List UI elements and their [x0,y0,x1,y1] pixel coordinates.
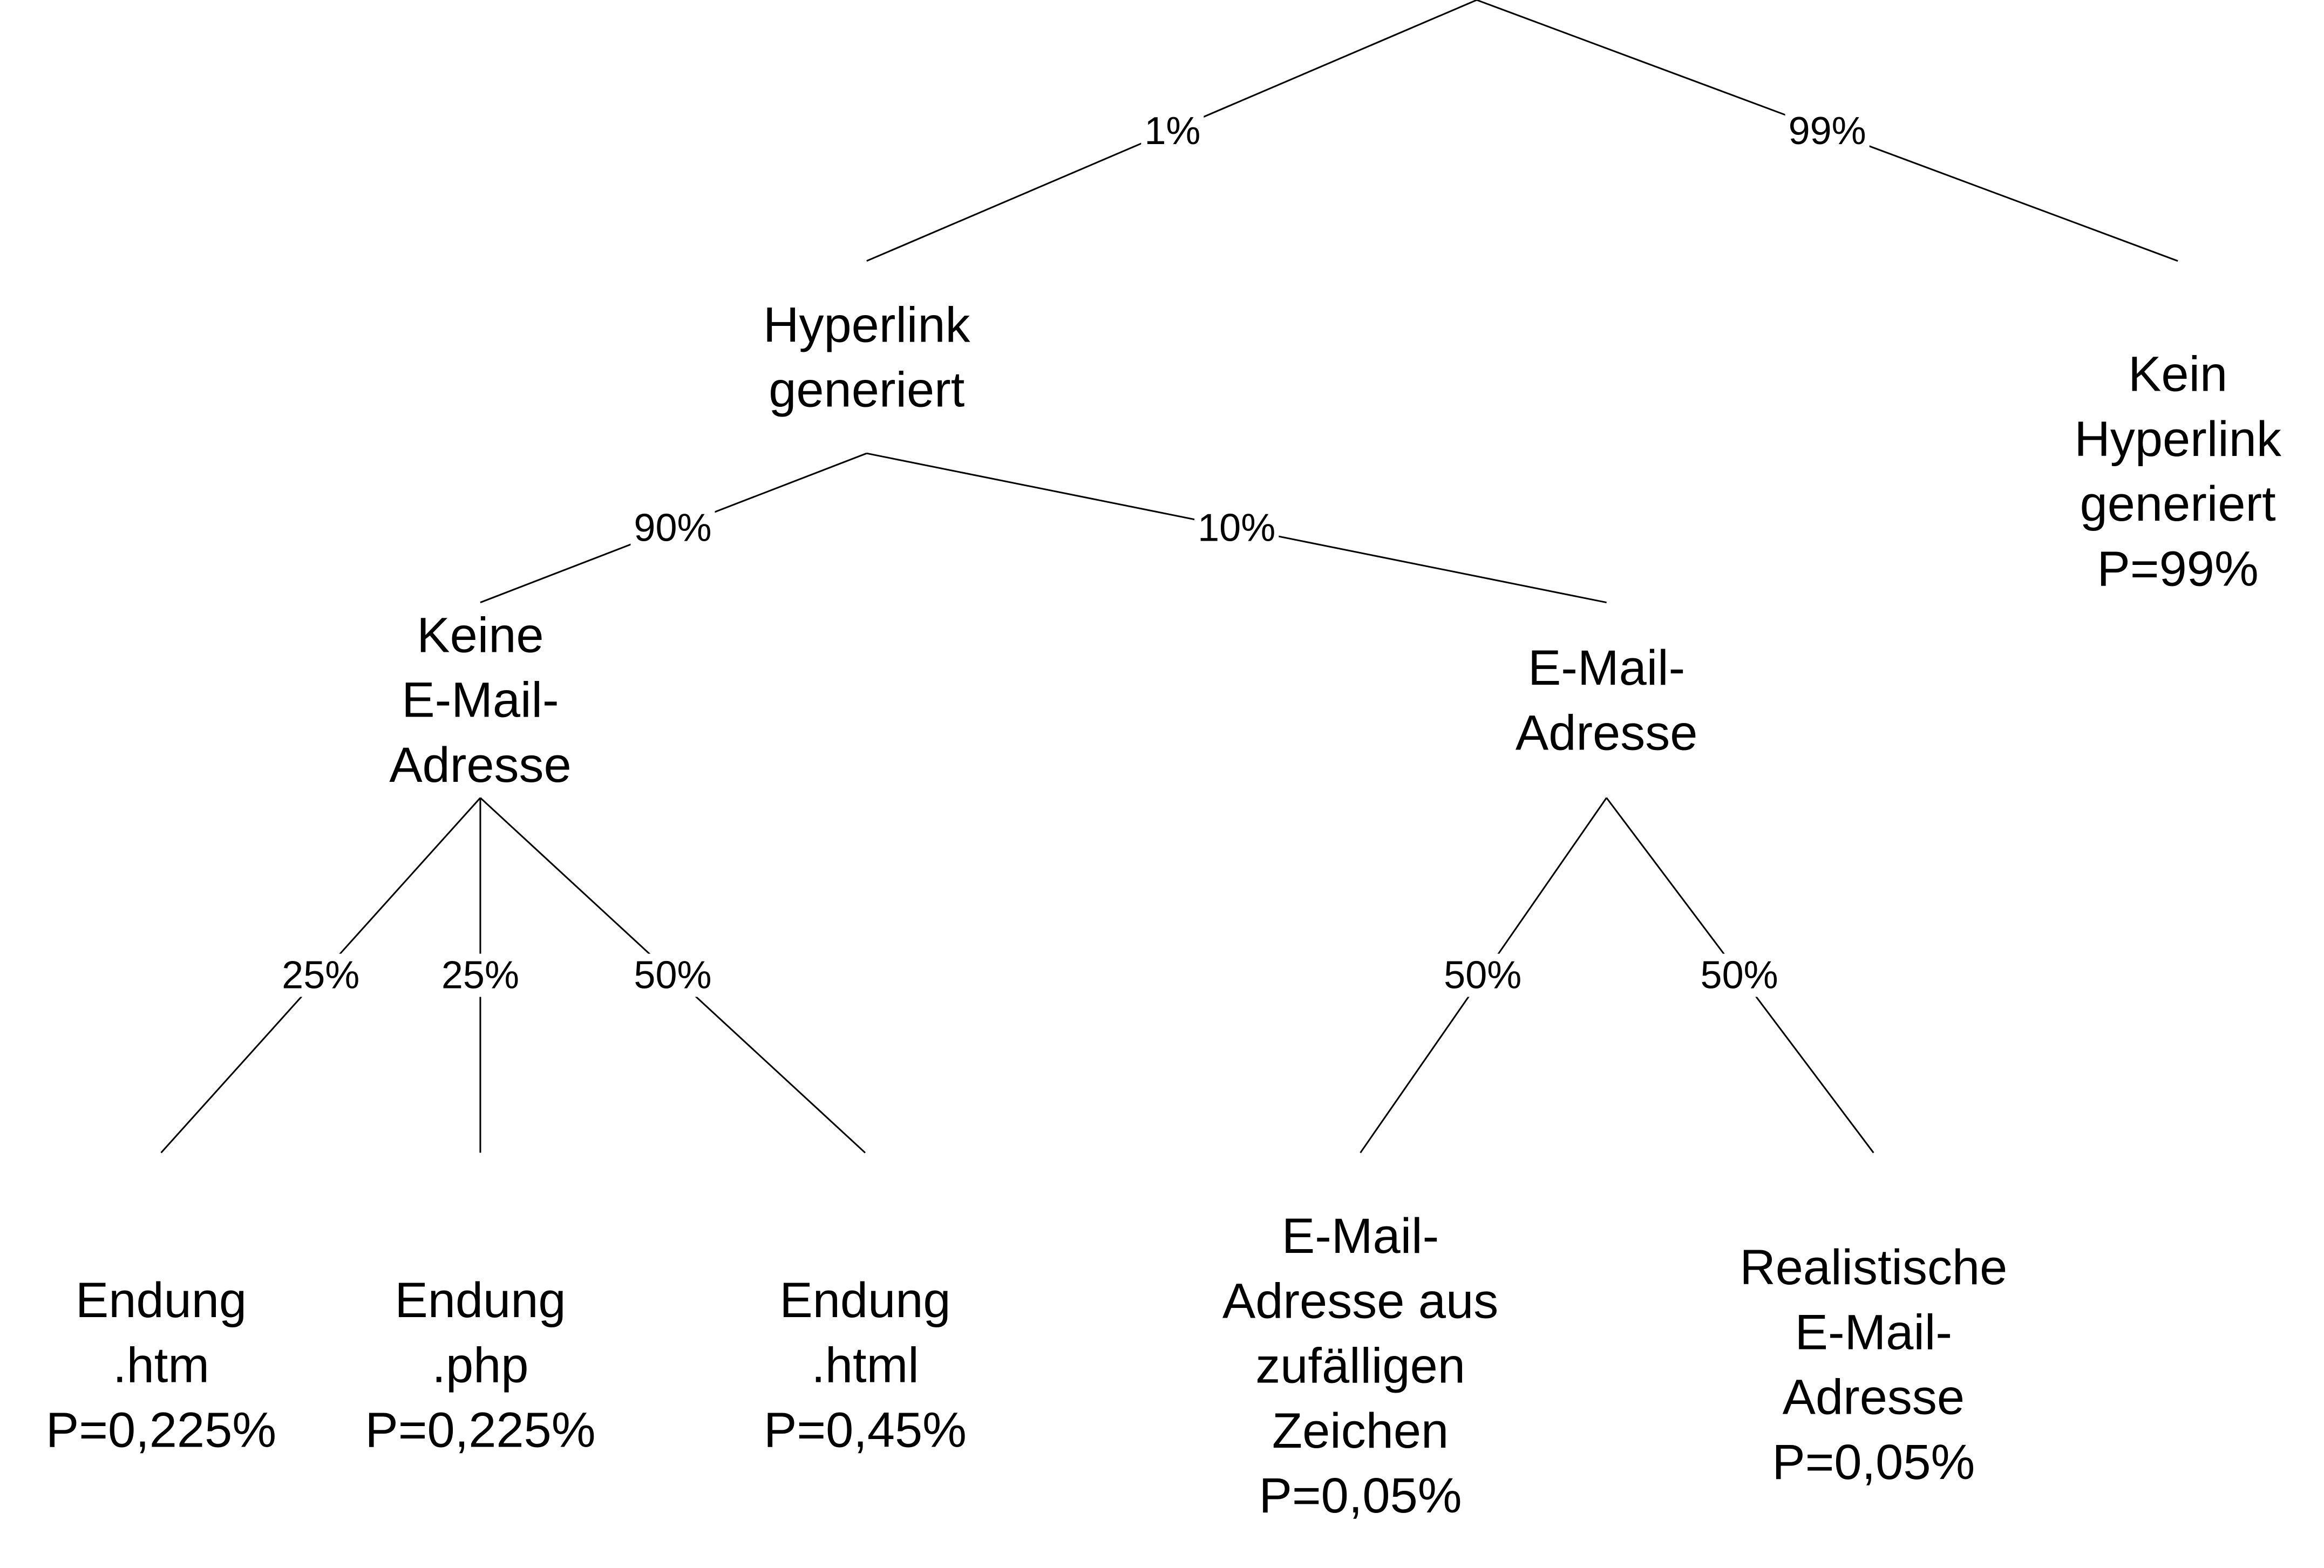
node-label-line: Hyperlink [2074,412,2281,467]
edge-label: 99% [1789,110,1866,153]
edge-label-group: 50% [1697,953,1782,997]
edge-label-background [278,953,363,997]
edge-label-group: 10% [1194,506,1279,550]
edge-label-background [438,953,522,997]
edge-label-group: 25% [278,953,363,997]
edge-label: 25% [282,954,359,997]
node-label-line: Endung [779,1273,950,1328]
node-label: Hyperlink generiert [763,298,970,418]
edge-label-background [1785,110,1870,153]
edge-label-group: 50% [630,953,715,997]
node-label-line: P=0,05% [1259,1468,1462,1523]
edge-label-background [1141,110,1204,153]
node-label: E-Mail- Adresse [1516,640,1698,760]
node-label-line: E-Mail- [1795,1305,1952,1360]
edge-label: 90% [634,506,711,549]
node-label-line: Endung [76,1273,247,1328]
edge-label-group: 99% [1785,110,1870,153]
node-label-line: .htm [113,1338,209,1393]
node-label-line: E-Mail- [1282,1209,1439,1264]
node-label-line: Zeichen [1272,1403,1449,1458]
node-label-line: Adresse [1783,1370,1965,1425]
node-label-line: .html [811,1338,919,1393]
edge-label: 50% [1701,954,1778,997]
edge-label-group: 1% [1141,110,1204,153]
edge-label: 50% [1444,954,1521,997]
node-label-line: P=0,225% [46,1402,276,1457]
node-label-line: zufälligen [1255,1339,1465,1394]
node-label-line: Kein [2128,347,2227,402]
edge-label: 10% [1198,506,1275,549]
node-email: E-Mail- Adresse [1516,640,1698,760]
edge-label-background [1697,953,1782,997]
node-label-line: .php [432,1338,528,1393]
node-label-line: Realistische [1739,1240,2007,1295]
node-label-line: E-Mail- [402,673,559,728]
edge-label: 50% [634,954,711,997]
node-label-line: Adresse aus [1222,1273,1498,1328]
node-label-line: Adresse [389,738,572,793]
edge-label-background [1194,506,1279,550]
node-label-line: Keine [417,608,543,663]
node-label-line: Endung [395,1273,566,1328]
node-label-line: P=0,45% [764,1402,967,1457]
edge-label-background [630,953,715,997]
node-label-line: P=0,05% [1772,1435,1975,1490]
node-label-line: Hyperlink [763,298,970,353]
node-hyperlink: Hyperlink generiert [763,298,970,418]
edge-label-background [1440,953,1525,997]
edge-label-group: 50% [1440,953,1525,997]
node-label-line: generiert [769,363,964,418]
edge-label: 1% [1144,110,1200,153]
node-label-line: E-Mail- [1528,640,1685,696]
node-label-line: P=99% [2097,541,2259,596]
edge-label-background [630,506,715,550]
edge-label-group: 25% [438,953,522,997]
node-label-line: Adresse [1516,705,1698,760]
edge-label: 25% [441,954,519,997]
node-label-line: P=0,225% [365,1402,595,1457]
node-label-line: generiert [2080,476,2276,531]
edge-label-group: 90% [630,506,715,550]
